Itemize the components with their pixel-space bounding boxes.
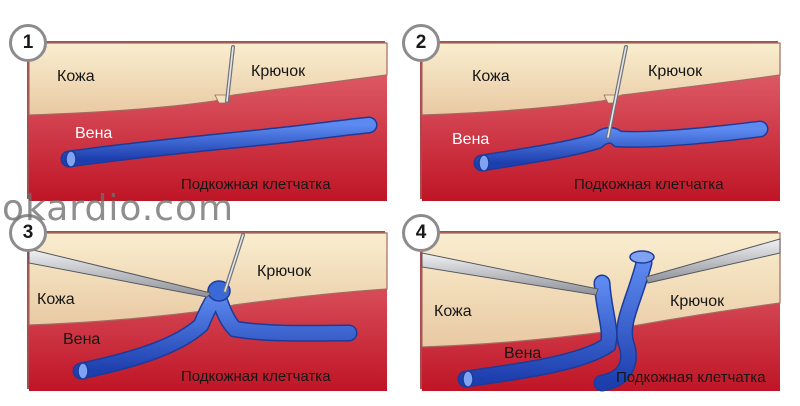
skin-label: Кожа	[472, 68, 510, 85]
right-forceps-instrument	[645, 238, 781, 284]
subcutaneous-tissue-label: Подкожная клетчатка	[181, 176, 331, 193]
subcutaneous-tissue-label: Подкожная клетчатка	[574, 176, 724, 193]
left-forceps-instrument	[421, 252, 599, 296]
step-3-illustration	[28, 232, 388, 391]
skin-label: Кожа	[37, 291, 75, 308]
step-number-badge: 3	[9, 214, 47, 252]
vein-label: Вена	[504, 345, 542, 362]
vein-lumen	[478, 154, 490, 172]
vein-label: Вена	[63, 331, 101, 348]
step-4-illustration	[421, 232, 781, 392]
vein-loop	[207, 280, 231, 302]
subcutaneous-tissue-label: Подкожная клетчатка	[181, 368, 331, 385]
vein-cut-end	[629, 250, 655, 264]
subcutaneous-tissue-label: Подкожная клетчатка	[616, 369, 766, 386]
forceps-instrument	[28, 248, 212, 298]
vein-label: Вена	[452, 131, 490, 148]
vein-lumen	[65, 150, 77, 168]
step-1-panel: 1 Кожа Крючок Вена Подкожная клетчатка	[9, 24, 388, 201]
hook-label: Крючок	[251, 63, 306, 80]
vein-proximal-end	[459, 276, 617, 386]
skin-label: Кожа	[57, 68, 95, 85]
vein-distal-end	[595, 256, 651, 390]
hook-label: Крючок	[257, 263, 312, 280]
skin-label: Кожа	[434, 303, 472, 320]
vein-lumen	[77, 362, 89, 380]
step-1-illustration	[28, 42, 388, 201]
hook-label: Крючок	[670, 293, 725, 310]
step-number-badge: 2	[402, 24, 440, 62]
step-2-illustration	[421, 42, 781, 201]
step-number-badge: 4	[402, 214, 440, 252]
watermark-text: okardio.com	[2, 188, 235, 229]
step-2-panel: 2 Кожа Крючок Вена Подкожная клетчатка	[402, 24, 781, 201]
hook-label: Крючок	[648, 63, 703, 80]
vein-lumen	[462, 370, 474, 388]
vein	[62, 118, 376, 166]
vein-label: Вена	[75, 125, 113, 142]
step-4-panel: 4 Кожа Крючок Вена Подкожная клетчатка	[402, 214, 781, 392]
step-number-badge: 1	[9, 24, 47, 62]
step-3-panel: 3 Кожа Крючок Вена Подкожная клетчатка	[9, 214, 388, 391]
